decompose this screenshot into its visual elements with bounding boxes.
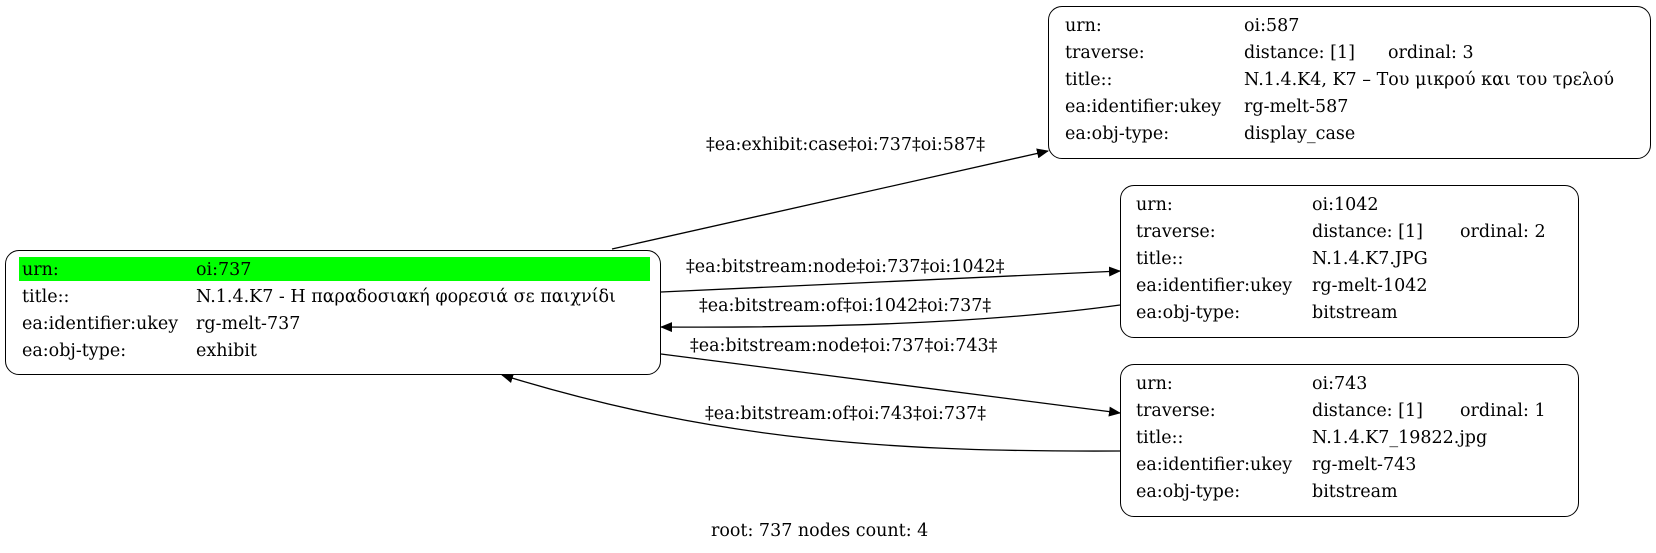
node-row-traverse: traverse: distance: [1] ordinal: 3 — [1049, 40, 1650, 66]
node-value: oi:1042 — [1312, 195, 1379, 215]
node-key: ea:identifier:ukey — [1136, 276, 1293, 296]
node-row-urn: urn: oi:743 — [1121, 371, 1578, 397]
node-row-title: title:: N.1.4.K7_19822.jpg — [1121, 425, 1578, 451]
node-distance: distance: [1] — [1244, 43, 1355, 63]
edge-bitstream-node-743 — [660, 353, 1121, 417]
node-row-traverse: traverse: distance: [1] ordinal: 1 — [1121, 398, 1578, 424]
node-value: rg-melt-587 — [1244, 97, 1349, 117]
edge-exhibit-case — [611, 148, 1049, 250]
node-key: title:: — [1065, 70, 1113, 90]
node-key: title:: — [22, 287, 70, 307]
node-ordinal: ordinal: 2 — [1460, 222, 1546, 242]
node-distance: distance: [1] — [1312, 222, 1423, 242]
node-value: rg-melt-743 — [1312, 455, 1417, 475]
node-value: N.1.4.K4, K7 – Του μικρού και του τρελού — [1244, 70, 1615, 90]
node-oi-737[interactable]: urn: oi:737 title:: N.1.4.K7 - Η παραδοσ… — [5, 250, 661, 375]
graph-footer: root: 737 nodes count: 4 — [711, 521, 929, 541]
node-value: bitstream — [1312, 482, 1398, 502]
node-oi-743[interactable]: urn: oi:743 traverse: distance: [1] ordi… — [1120, 364, 1579, 517]
node-row-urn: urn: oi:1042 — [1121, 192, 1578, 218]
node-ordinal: ordinal: 1 — [1460, 401, 1546, 421]
edge-label-bitstream-of-1042: ‡ea:bitstream:of‡oi:1042‡oi:737‡ — [699, 296, 991, 316]
edge-bitstream-of-743 — [501, 373, 1121, 452]
node-oi-587[interactable]: urn: oi:587 traverse: distance: [1] ordi… — [1048, 6, 1651, 159]
node-row-obj-type: ea:obj-type: bitstream — [1121, 479, 1578, 505]
edge-label-bitstream-node-1042: ‡ea:bitstream:node‡oi:737‡oi:1042‡ — [686, 257, 1005, 277]
node-row-title: title:: N.1.4.K7 - Η παραδοσιακή φορεσιά… — [6, 284, 660, 310]
node-row-urn: urn: oi:587 — [1049, 13, 1650, 39]
edge-label-exhibit-case: ‡ea:exhibit:case‡oi:737‡oi:587‡ — [706, 135, 985, 155]
node-key: ea:obj-type: — [1136, 303, 1241, 323]
node-row-title: title:: N.1.4.K4, K7 – Του μικρού και το… — [1049, 67, 1650, 93]
node-value: oi:737 — [193, 257, 650, 281]
node-row-obj-type: ea:obj-type: display_case — [1049, 121, 1650, 147]
node-distance: distance: [1] — [1312, 401, 1423, 421]
node-key: urn: — [1065, 16, 1102, 36]
edge-bitstream-node-1042 — [660, 266, 1121, 293]
node-row-traverse: traverse: distance: [1] ordinal: 2 — [1121, 219, 1578, 245]
edge-label-bitstream-of-743: ‡ea:bitstream:of‡oi:743‡oi:737‡ — [705, 404, 986, 424]
node-row-title: title:: N.1.4.K7.JPG — [1121, 246, 1578, 272]
node-oi-1042[interactable]: urn: oi:1042 traverse: distance: [1] ord… — [1120, 185, 1579, 338]
node-ordinal: ordinal: 3 — [1388, 43, 1474, 63]
node-value: oi:587 — [1244, 16, 1300, 36]
node-key: ea:identifier:ukey — [1136, 455, 1293, 475]
node-key: title:: — [1136, 249, 1184, 269]
node-value: N.1.4.K7 - Η παραδοσιακή φορεσιά σε παιχ… — [196, 287, 616, 307]
edge-label-bitstream-node-743: ‡ea:bitstream:node‡oi:737‡oi:743‡ — [690, 336, 998, 356]
node-value: rg-melt-1042 — [1312, 276, 1428, 296]
node-row-urn: urn: oi:737 — [6, 257, 660, 283]
node-key: traverse: — [1136, 401, 1216, 421]
node-key: title:: — [1136, 428, 1184, 448]
node-value: N.1.4.K7_19822.jpg — [1312, 428, 1488, 448]
node-row-ukey: ea:identifier:ukey rg-melt-1042 — [1121, 273, 1578, 299]
node-row-obj-type: ea:obj-type: exhibit — [6, 338, 660, 364]
node-key: urn: — [1136, 374, 1173, 394]
node-value: oi:743 — [1312, 374, 1368, 394]
node-key: traverse: — [1136, 222, 1216, 242]
node-row-ukey: ea:identifier:ukey rg-melt-587 — [1049, 94, 1650, 120]
edge-bitstream-of-1042 — [660, 304, 1121, 333]
node-key: ea:identifier:ukey — [1065, 97, 1222, 117]
node-key: urn: — [1136, 195, 1173, 215]
node-key: urn: — [19, 257, 195, 281]
node-key: traverse: — [1065, 43, 1145, 63]
node-key: ea:obj-type: — [1136, 482, 1241, 502]
node-value: rg-melt-737 — [196, 314, 301, 334]
node-key: ea:obj-type: — [22, 341, 127, 361]
node-value: exhibit — [196, 341, 257, 361]
node-key: ea:identifier:ukey — [22, 314, 179, 334]
node-row-ukey: ea:identifier:ukey rg-melt-737 — [6, 311, 660, 337]
node-row-ukey: ea:identifier:ukey rg-melt-743 — [1121, 452, 1578, 478]
node-key: ea:obj-type: — [1065, 124, 1170, 144]
node-value: N.1.4.K7.JPG — [1312, 249, 1428, 269]
node-value: bitstream — [1312, 303, 1398, 323]
node-value: display_case — [1244, 124, 1356, 144]
node-row-obj-type: ea:obj-type: bitstream — [1121, 300, 1578, 326]
